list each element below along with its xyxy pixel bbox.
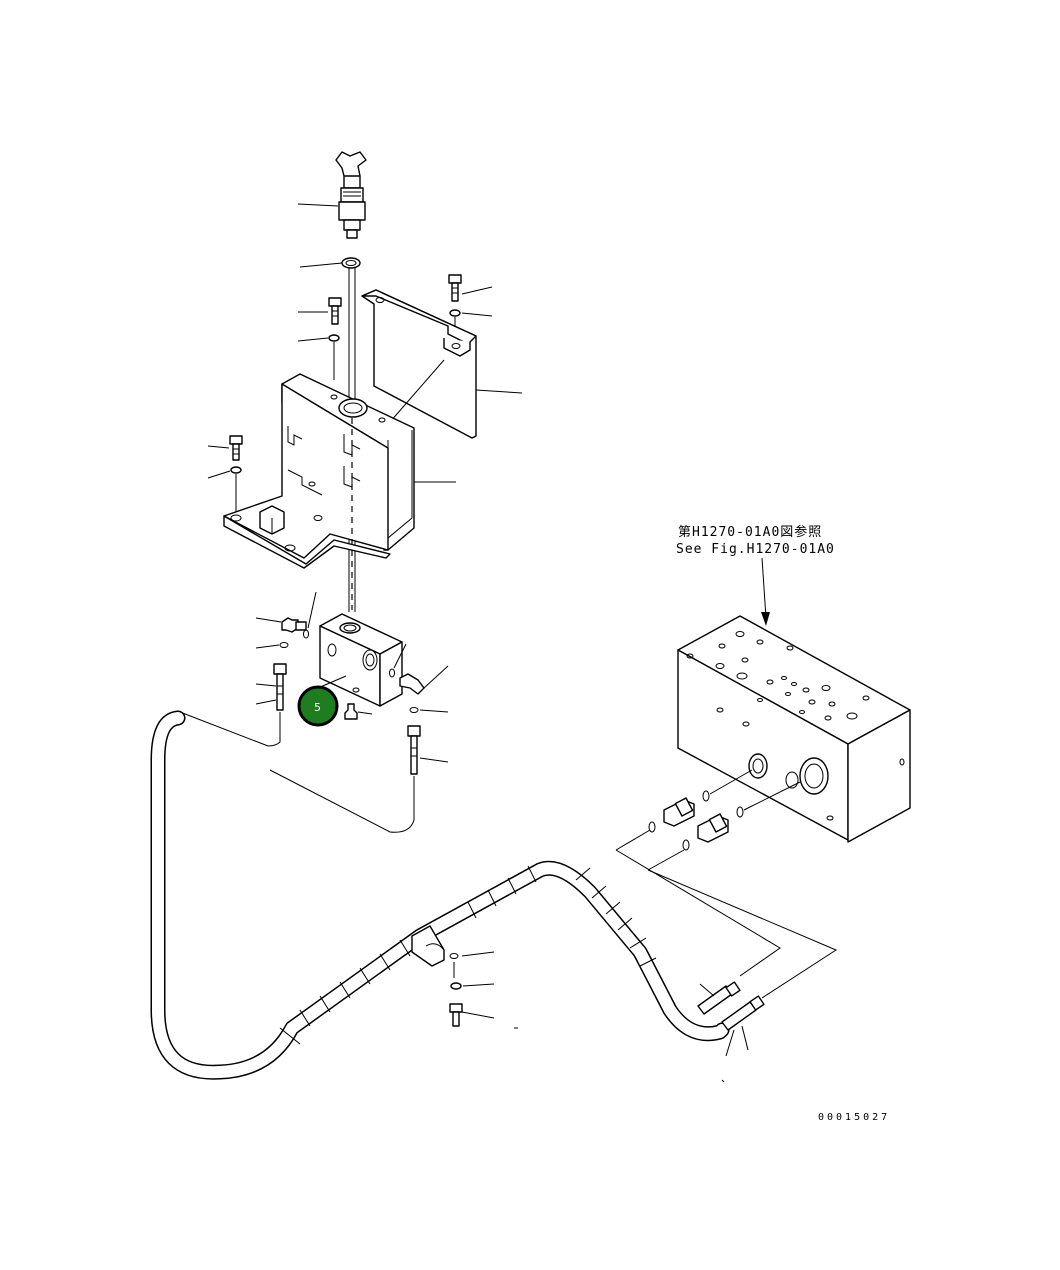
hose-end-fittings (697, 981, 765, 1083)
o-ring-top (299, 257, 361, 269)
reference-note-japanese: 第H1270-01A0図参照 (678, 524, 822, 540)
hose-clamp (411, 925, 495, 967)
bolt-long-left (255, 663, 287, 711)
fitting-left-elbow (255, 591, 317, 649)
valve-block (319, 613, 403, 707)
clamp-washer-bolt (449, 962, 518, 1029)
bolt-bracket-left (207, 435, 243, 512)
valve-knob-assembly (297, 151, 367, 239)
plug-fitting (344, 703, 373, 720)
callout-label: 5 (314, 701, 321, 714)
callout-marker[interactable]: 5 (297, 685, 339, 727)
drawing-number: 00015027 (818, 1112, 890, 1123)
callout-circle (297, 685, 339, 727)
reference-note: 第H1270-01A0図参照 See Fig.H1270-01A0 (676, 524, 835, 626)
hose-assembly (150, 710, 730, 1080)
manifold-fittings (648, 769, 801, 851)
bolt-long-right (407, 725, 449, 775)
bolt-left-upper (297, 297, 342, 380)
mounting-bracket (223, 373, 456, 569)
cover-plate (361, 289, 523, 439)
reference-note-english: See Fig.H1270-01A0 (676, 542, 835, 557)
control-valve-manifold (677, 615, 911, 843)
fitting-right-elbow (389, 643, 449, 713)
